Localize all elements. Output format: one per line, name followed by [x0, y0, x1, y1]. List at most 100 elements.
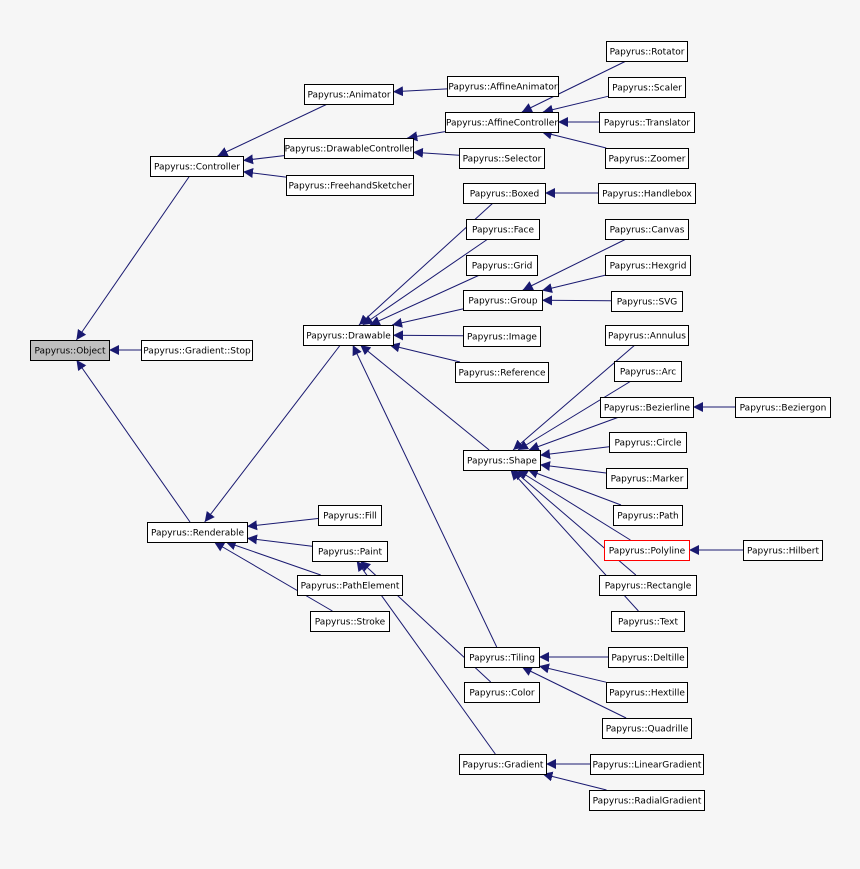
- inheritance-edge-radial-gradient-to-gradient: [542, 771, 607, 791]
- class-node-label: Papyrus::Face: [472, 226, 535, 236]
- class-node-box: [605, 325, 689, 346]
- class-node-renderable[interactable]: Papyrus::Renderable: [147, 522, 248, 543]
- class-node-object[interactable]: Papyrus::Object: [30, 340, 110, 361]
- class-node-deltille[interactable]: Papyrus::Deltille: [608, 647, 688, 668]
- inheritance-edge-drawable-controller-to-controller: [242, 154, 285, 165]
- class-node-affine-controller[interactable]: Papyrus::AffineController: [445, 112, 559, 133]
- class-node-image[interactable]: Papyrus::Image: [463, 326, 541, 347]
- class-node-box: [147, 522, 248, 543]
- class-node-controller[interactable]: Papyrus::Controller: [150, 156, 244, 177]
- class-node-animator[interactable]: Papyrus::Animator: [304, 84, 394, 105]
- class-node-color[interactable]: Papyrus::Color: [464, 682, 540, 703]
- class-node-marker[interactable]: Papyrus::Marker: [606, 468, 688, 489]
- class-node-box: [602, 718, 692, 739]
- inheritance-edge-tiling-to-drawable: [352, 344, 498, 648]
- class-node-group[interactable]: Papyrus::Group: [463, 290, 543, 311]
- class-node-beziergon[interactable]: Papyrus::Beziergon: [735, 397, 831, 418]
- inheritance-edge-rotator-to-affine-controller: [521, 60, 627, 113]
- inheritance-edge-circle-to-shape: [539, 446, 610, 460]
- class-node-label: Papyrus::Hilbert: [747, 547, 819, 557]
- class-node-box: [590, 754, 704, 775]
- class-node-reference[interactable]: Papyrus::Reference: [455, 362, 549, 383]
- class-node-face[interactable]: Papyrus::Face: [466, 219, 540, 240]
- class-node-label: Papyrus::Image: [467, 333, 537, 343]
- class-node-scaler[interactable]: Papyrus::Scaler: [608, 77, 686, 98]
- inheritance-edge-fill-to-renderable: [246, 518, 319, 531]
- class-node-rectangle[interactable]: Papyrus::Rectangle: [599, 575, 697, 596]
- class-node-label: Papyrus::Controller: [154, 163, 240, 173]
- class-node-affine-animator[interactable]: Papyrus::AffineAnimator: [447, 76, 559, 97]
- inheritance-edge-scaler-to-affine-controller: [542, 95, 609, 115]
- class-node-tiling[interactable]: Papyrus::Tiling: [464, 647, 540, 668]
- class-node-text[interactable]: Papyrus::Text: [611, 611, 685, 632]
- class-node-drawable-controller[interactable]: Papyrus::DrawableController: [284, 138, 414, 159]
- class-node-fill[interactable]: Papyrus::Fill: [318, 505, 382, 526]
- class-node-freehand-sketcher[interactable]: Papyrus::FreehandSketcher: [286, 175, 414, 196]
- class-node-box: [606, 468, 688, 489]
- class-node-gradient[interactable]: Papyrus::Gradient: [459, 754, 547, 775]
- class-node-box: [611, 611, 685, 632]
- class-node-box: [743, 540, 823, 561]
- inheritance-edge-reference-to-drawable: [389, 342, 461, 363]
- class-node-box: [463, 450, 541, 471]
- class-node-label: Papyrus::Drawable: [306, 332, 391, 342]
- class-node-svg[interactable]: Papyrus::SVG: [611, 291, 683, 312]
- class-node-path-element[interactable]: Papyrus::PathElement: [297, 575, 403, 596]
- class-node-hilbert[interactable]: Papyrus::Hilbert: [743, 540, 823, 561]
- class-node-label: Papyrus::Paint: [318, 548, 382, 558]
- class-node-label: Papyrus::Text: [618, 618, 678, 628]
- class-node-zoomer[interactable]: Papyrus::Zoomer: [605, 148, 689, 169]
- inheritance-edge-path-element-to-renderable: [225, 540, 321, 576]
- class-node-label: Papyrus::Grid: [472, 262, 533, 272]
- class-node-label: Papyrus::Bezierline: [604, 404, 691, 414]
- class-node-radial-gradient[interactable]: Papyrus::RadialGradient: [589, 790, 705, 811]
- class-node-label: Papyrus::Polyline: [609, 547, 686, 557]
- inheritance-edge-rectangle-to-shape: [512, 469, 637, 576]
- class-node-hextille[interactable]: Papyrus::Hextille: [606, 682, 688, 703]
- class-node-label: Papyrus::Group: [468, 297, 537, 307]
- class-node-circle[interactable]: Papyrus::Circle: [609, 432, 687, 453]
- class-node-label: Papyrus::Animator: [307, 91, 390, 101]
- class-node-label: Papyrus::FreehandSketcher: [288, 182, 411, 192]
- class-node-stroke[interactable]: Papyrus::Stroke: [310, 611, 390, 632]
- class-node-label: Papyrus::Zoomer: [609, 155, 686, 165]
- class-node-quadrille[interactable]: Papyrus::Quadrille: [602, 718, 692, 739]
- class-node-polyline[interactable]: Papyrus::Polyline: [604, 540, 690, 561]
- class-node-arc[interactable]: Papyrus::Arc: [614, 361, 682, 382]
- class-node-shape[interactable]: Papyrus::Shape: [463, 450, 541, 471]
- class-node-label: Papyrus::LinearGradient: [593, 761, 702, 771]
- class-node-translator[interactable]: Papyrus::Translator: [599, 112, 695, 133]
- class-node-path[interactable]: Papyrus::Path: [613, 505, 683, 526]
- class-node-linear-gradient[interactable]: Papyrus::LinearGradient: [590, 754, 704, 775]
- class-node-box: [310, 611, 390, 632]
- class-node-annulus[interactable]: Papyrus::Annulus: [605, 325, 689, 346]
- class-node-boxed[interactable]: Papyrus::Boxed: [463, 183, 546, 204]
- class-node-box: [141, 340, 253, 361]
- class-node-paint[interactable]: Papyrus::Paint: [312, 541, 388, 562]
- class-node-drawable[interactable]: Papyrus::Drawable: [303, 325, 394, 346]
- class-node-label: Papyrus::Rotator: [610, 48, 685, 58]
- inheritance-edge-freehand-sketcher-to-controller: [242, 168, 287, 178]
- class-node-label: Papyrus::Object: [34, 347, 106, 357]
- class-node-label: Papyrus::Renderable: [151, 529, 245, 539]
- class-node-box: [589, 790, 705, 811]
- class-node-box: [606, 682, 688, 703]
- class-node-selector[interactable]: Papyrus::Selector: [459, 148, 545, 169]
- class-node-gradient-stop[interactable]: Papyrus::Gradient::Stop: [141, 340, 253, 361]
- class-node-box: [312, 541, 388, 562]
- class-node-box: [608, 647, 688, 668]
- class-node-grid[interactable]: Papyrus::Grid: [466, 255, 538, 276]
- class-node-canvas[interactable]: Papyrus::Canvas: [605, 219, 689, 240]
- class-node-hexgrid[interactable]: Papyrus::Hexgrid: [605, 255, 691, 276]
- class-node-rotator[interactable]: Papyrus::Rotator: [606, 41, 688, 62]
- class-node-box: [463, 290, 543, 311]
- class-node-handlebox[interactable]: Papyrus::Handlebox: [598, 183, 696, 204]
- inheritance-edge-polyline-to-shape: [517, 469, 631, 541]
- class-node-label: Papyrus::Shape: [467, 457, 537, 467]
- class-node-box: [614, 361, 682, 382]
- class-node-box: [611, 291, 683, 312]
- class-node-bezierline[interactable]: Papyrus::Bezierline: [600, 397, 694, 418]
- class-node-label: Papyrus::AffineAnimator: [448, 83, 558, 93]
- class-node-box: [284, 138, 414, 159]
- class-node-box: [297, 575, 403, 596]
